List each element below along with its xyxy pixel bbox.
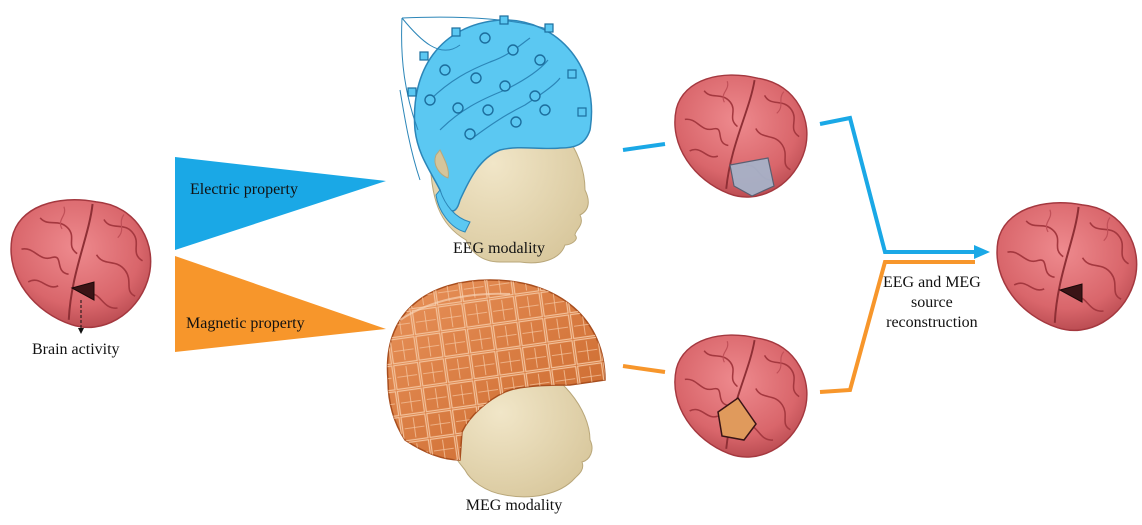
brain-activity-label: Brain activity bbox=[32, 341, 120, 359]
reconstruction-line-3: reconstruction bbox=[883, 313, 981, 333]
eeg-connector-line bbox=[623, 144, 665, 150]
brain-icon bbox=[0, 182, 164, 341]
meg-modality-label: MEG modality bbox=[466, 497, 562, 515]
eeg-arrow-head bbox=[974, 245, 990, 259]
reconstruction-line-1: EEG and MEG bbox=[883, 273, 981, 293]
eeg-to-reconstruction-line bbox=[820, 118, 975, 252]
electric-property-wedge bbox=[175, 157, 386, 250]
source-arrow-head bbox=[78, 328, 84, 334]
result-brain-icon bbox=[980, 185, 1142, 344]
meg-connector-line bbox=[623, 366, 665, 372]
reconstruction-line-2: source bbox=[883, 293, 981, 313]
eeg-cap-head-icon bbox=[400, 16, 592, 263]
magnetic-property-label: Magnetic property bbox=[186, 315, 305, 333]
magnetic-property-wedge bbox=[175, 256, 386, 352]
meg-helmet-head-icon bbox=[387, 280, 605, 497]
eeg-modality-label: EEG modality bbox=[453, 240, 545, 258]
meg-brain-icon bbox=[656, 316, 821, 472]
reconstruction-label: EEG and MEG source reconstruction bbox=[883, 273, 981, 333]
electric-property-label: Electric property bbox=[190, 181, 298, 199]
